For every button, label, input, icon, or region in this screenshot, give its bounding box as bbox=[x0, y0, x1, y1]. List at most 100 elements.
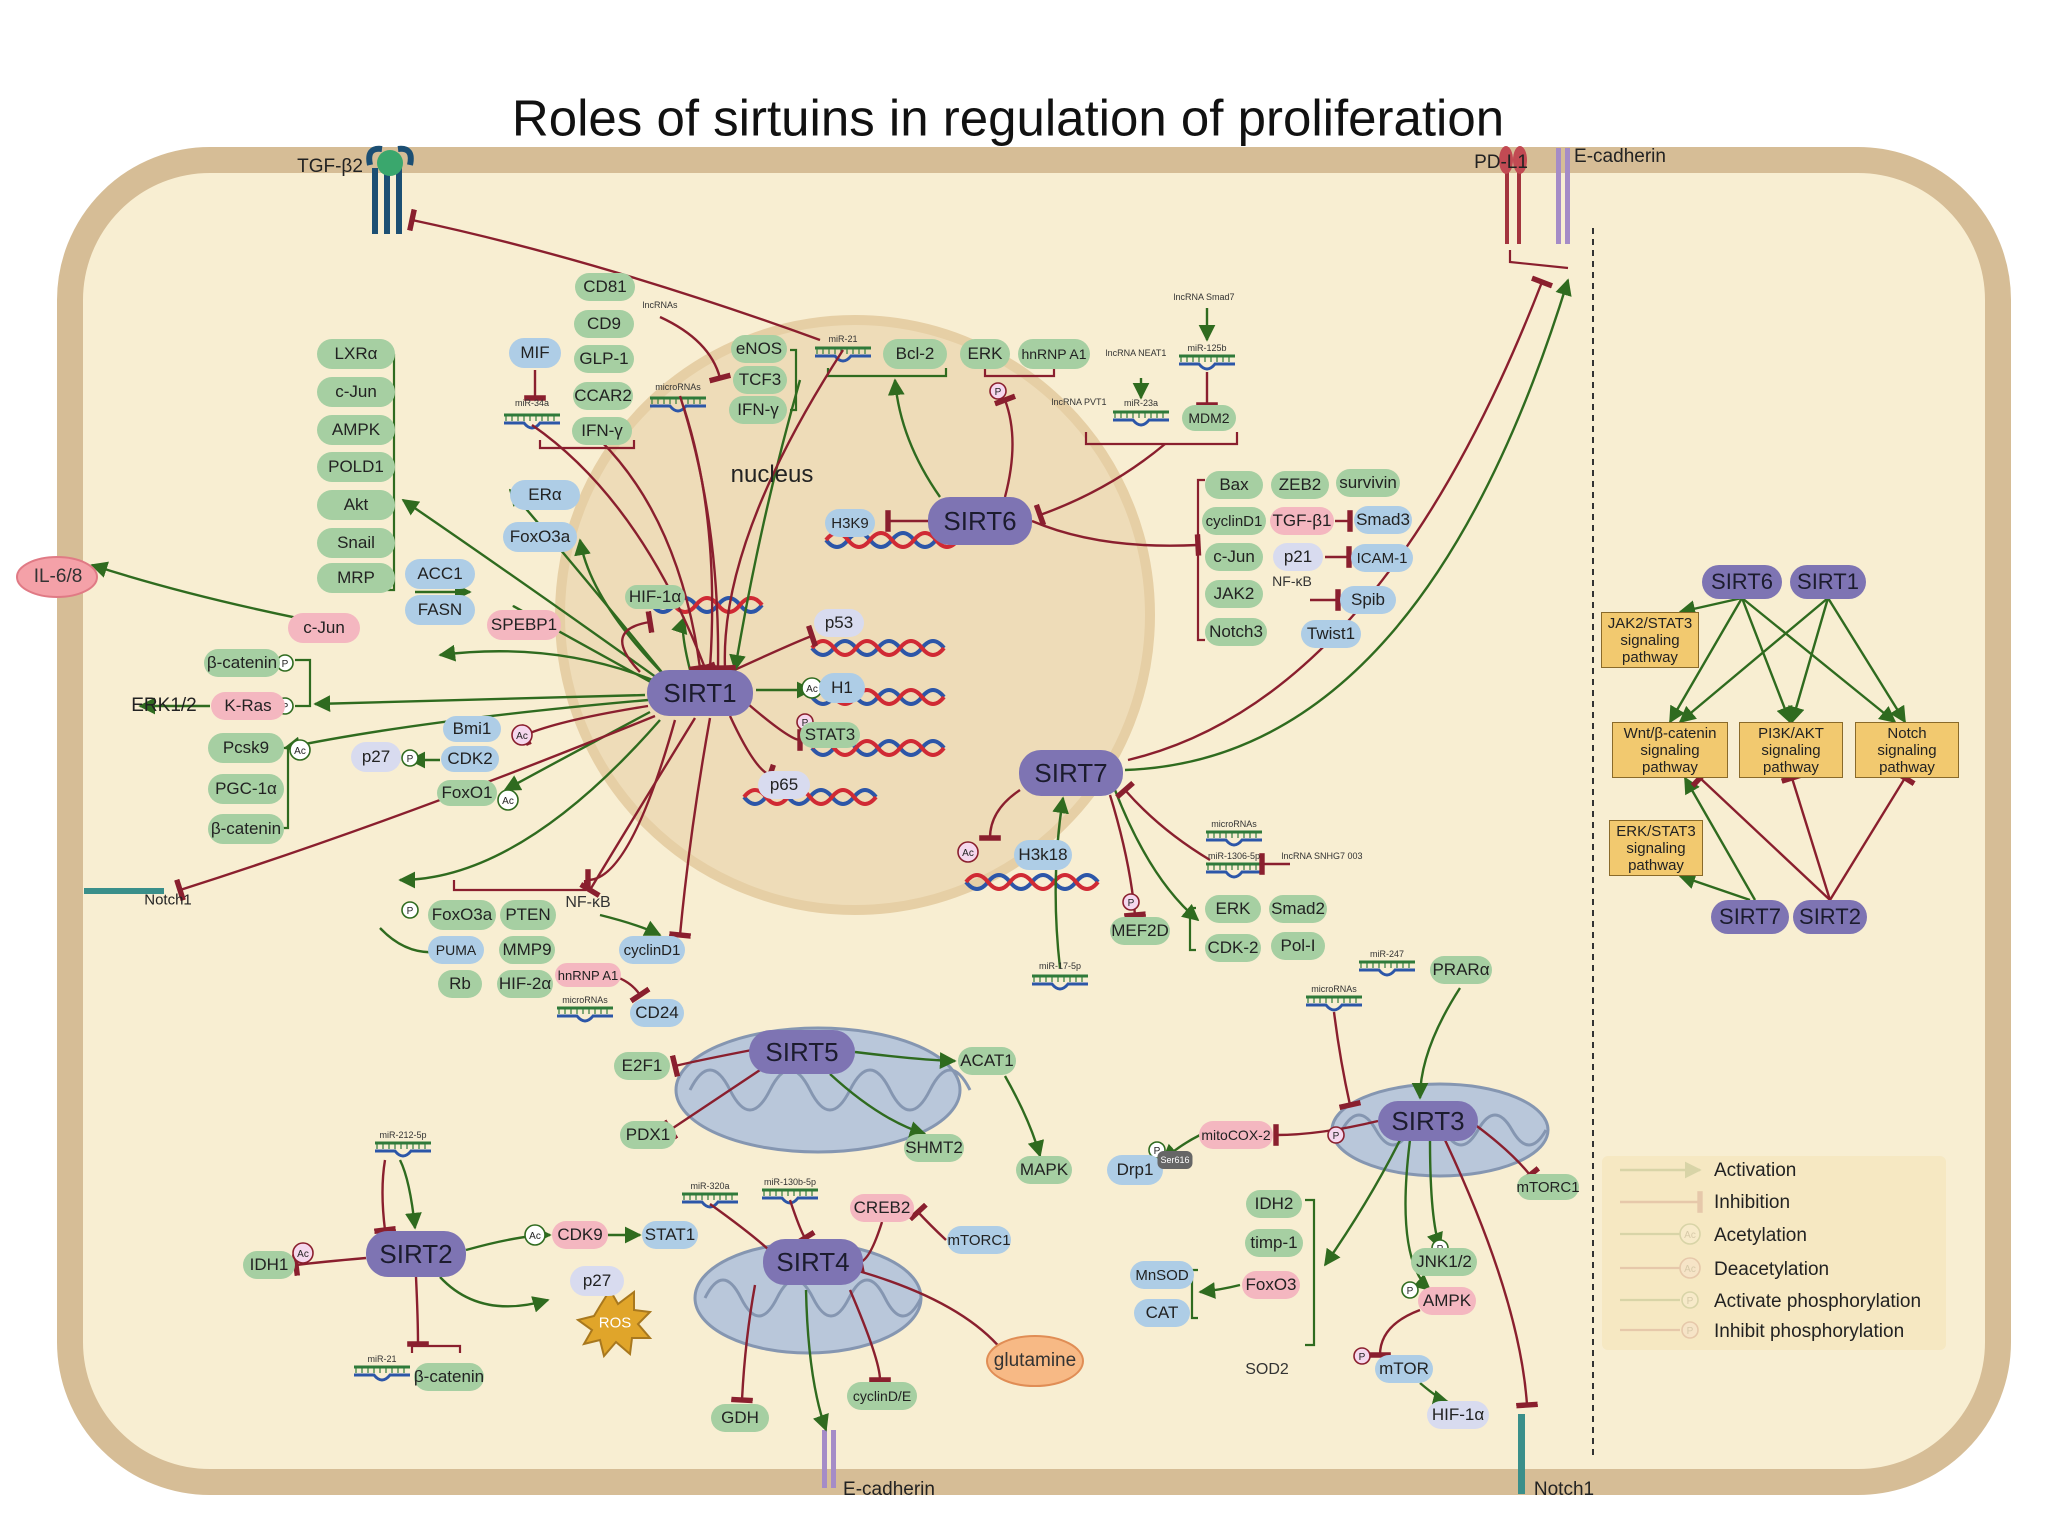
sirt1-to-foxo3a-low bbox=[398, 719, 661, 889]
sirt4-node: SIRT4 bbox=[763, 1239, 863, 1285]
foxo3: FoxO3 bbox=[1242, 1271, 1300, 1299]
puma: PUMA bbox=[428, 936, 484, 964]
acat1: ACAT1 bbox=[958, 1047, 1016, 1075]
badge-erk6: P bbox=[989, 382, 1007, 400]
c-jun-2: c-Jun bbox=[288, 613, 360, 643]
pdx1: PDX1 bbox=[620, 1121, 676, 1149]
erk1-2: ERK1/2 bbox=[131, 695, 197, 716]
sirt5-node: SIRT5 bbox=[749, 1030, 855, 1074]
sirt6-to-col bbox=[1031, 519, 1202, 556]
cd81: CD81 bbox=[575, 273, 635, 301]
mir-17-5p: miR-17-5p bbox=[1038, 961, 1082, 971]
sirt1-node: SIRT1 bbox=[647, 670, 753, 716]
sirt1-to-nfkb bbox=[579, 717, 697, 898]
mif: MIF bbox=[509, 338, 561, 368]
sirt1-to-bmi1 bbox=[518, 704, 649, 746]
beta-catenin-3: β-catenin bbox=[414, 1363, 484, 1391]
mir212-to-sirt2 bbox=[398, 1159, 422, 1230]
jnk1-2: JNK1/2 bbox=[1411, 1248, 1477, 1276]
mirna-34a bbox=[504, 413, 560, 430]
beta-catenin-2: β-catenin bbox=[208, 814, 284, 844]
badge-foxo3a-low: P bbox=[401, 901, 419, 919]
erk-line-1: ERK/STAT3 bbox=[1616, 822, 1696, 840]
glutamine-blob bbox=[986, 1335, 1084, 1387]
mir17-to-sirt7 bbox=[1052, 796, 1069, 969]
foxo1: FoxO1 bbox=[437, 780, 497, 806]
lncrnas-1: lncRNAs bbox=[642, 300, 678, 310]
mirna-247 bbox=[1359, 960, 1415, 977]
sirt1-to-kras bbox=[313, 693, 646, 713]
erk-line-3: pathway bbox=[1628, 856, 1684, 874]
mirna-320 bbox=[682, 1192, 738, 1209]
bracket-enos bbox=[790, 348, 798, 412]
legend-acetylation: Acetylation bbox=[1714, 1225, 1807, 1246]
mirna-125b bbox=[1179, 354, 1235, 371]
dna-p53 bbox=[810, 639, 946, 657]
svg-text:Ac: Ac bbox=[294, 746, 306, 757]
legend-deacetylation: Deacetylation bbox=[1714, 1259, 1830, 1280]
fasn: FASN bbox=[405, 595, 475, 625]
badge-mef2d: P bbox=[1122, 893, 1140, 911]
sirt5-to-acat1 bbox=[854, 1050, 957, 1069]
svg-text:Ac: Ac bbox=[962, 848, 974, 859]
mir-130b-5p: miR-130b-5p bbox=[763, 1177, 817, 1187]
enos: eNOS bbox=[731, 335, 787, 363]
h3k18: H3k18 bbox=[1014, 840, 1072, 870]
pold1: POLD1 bbox=[317, 452, 395, 482]
svg-text:Ac: Ac bbox=[297, 1249, 309, 1260]
notch-line-2: signaling bbox=[1877, 741, 1937, 759]
pcsk9: Pcsk9 bbox=[208, 733, 284, 763]
badge-mtor: P bbox=[1353, 1347, 1371, 1365]
hnrnp-a1-1: hnRNP A1 bbox=[555, 963, 621, 987]
drp1: Drp1 bbox=[1107, 1155, 1163, 1185]
p-sirt1-wnt bbox=[1678, 597, 1829, 724]
mir-125b: miR-125b bbox=[1187, 343, 1227, 353]
stat1: STAT1 bbox=[642, 1221, 698, 1249]
panel-sirt6: SIRT6 bbox=[1702, 565, 1782, 599]
badge-h3k18: Ac bbox=[957, 841, 979, 863]
p27-1: p27 bbox=[351, 742, 401, 772]
hnrnp-a1-6: hnRNP A1 bbox=[1018, 339, 1090, 369]
ser616: Ser616 bbox=[1157, 1151, 1193, 1169]
mnsod: MnSOD bbox=[1130, 1261, 1194, 1289]
foxo3a-low: FoxO3a bbox=[428, 900, 496, 930]
mirna-1306 bbox=[1206, 862, 1262, 879]
bcl-2: Bcl-2 bbox=[883, 339, 947, 369]
bracket-idh2 bbox=[1305, 1198, 1316, 1347]
wnt-line-3: pathway bbox=[1642, 758, 1698, 776]
wnt-line-2: signaling bbox=[1640, 741, 1700, 759]
cd9: CD9 bbox=[574, 310, 634, 338]
bmi1: Bmi1 bbox=[443, 716, 501, 742]
lncrna-smad7: lncRNA Smad7 bbox=[1173, 292, 1235, 302]
legend-inhibit-phosphorylation: Inhibit phosphorylation bbox=[1714, 1321, 1905, 1342]
ccar2: CCAR2 bbox=[573, 382, 633, 410]
tcf3: TCF3 bbox=[733, 366, 787, 394]
svg-text:P: P bbox=[407, 754, 414, 765]
creb2: CREB2 bbox=[850, 1194, 914, 1222]
pol-i: Pol-I bbox=[1271, 932, 1325, 960]
p65: p65 bbox=[758, 771, 810, 799]
mirna-23a bbox=[1113, 410, 1169, 427]
micrornas-2: microRNAs bbox=[562, 995, 608, 1005]
acc1: ACC1 bbox=[405, 559, 475, 589]
bracket-sirt6-col bbox=[1196, 478, 1205, 642]
lncrna-pvt1: lncRNA PVT1 bbox=[1051, 397, 1107, 407]
badge-foxo1: Ac bbox=[497, 789, 519, 811]
cd-to-sirt1 bbox=[599, 439, 712, 673]
p-sirt2-wnt bbox=[1690, 768, 1831, 901]
p21: p21 bbox=[1273, 543, 1323, 571]
mrp: MRP bbox=[317, 563, 395, 593]
rb: Rb bbox=[438, 970, 482, 998]
k-ras: K-Ras bbox=[211, 692, 285, 720]
ampk-3: AMPK bbox=[1418, 1287, 1476, 1315]
sirt3-to-mtorc1 bbox=[1469, 1120, 1541, 1184]
e-cadherin-top-receptor bbox=[1556, 148, 1570, 244]
sirt4-to-gdh bbox=[731, 1284, 757, 1404]
bracket-bcat bbox=[295, 658, 312, 708]
erk-line-2: signaling bbox=[1626, 839, 1686, 857]
sirt1-to-stat3 bbox=[747, 703, 803, 751]
sirt5-to-e2f1 bbox=[669, 1048, 753, 1078]
twist1: Twist1 bbox=[1301, 620, 1361, 648]
bracket-mdm2 bbox=[1084, 432, 1239, 446]
